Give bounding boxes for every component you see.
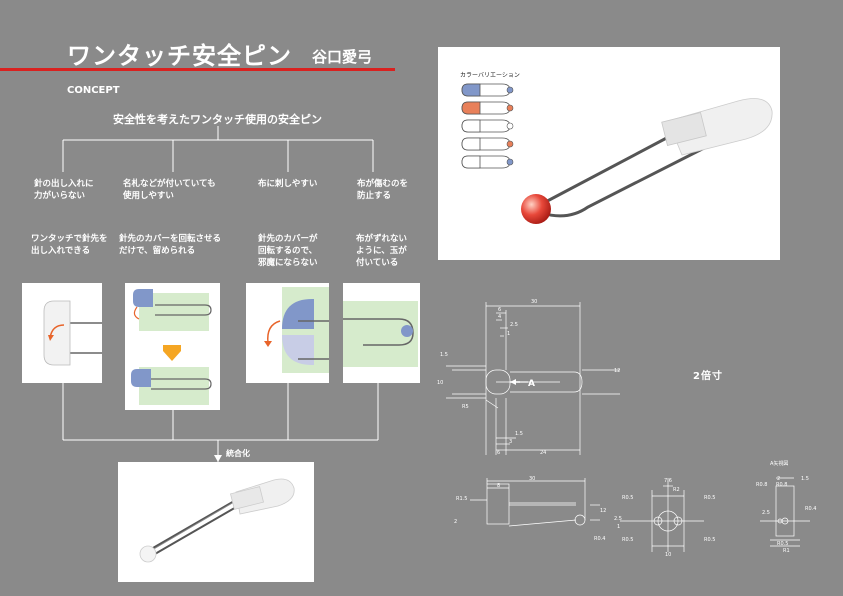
dim-side-1: 1 (507, 331, 510, 337)
solution-text-2: 針先のカバーを回転させるだけで、留められる (119, 234, 222, 256)
illustration-card-1 (22, 283, 102, 383)
detail-view-label: A矢視図 (770, 461, 789, 467)
dim-detail-r0-8b: R0.8 (776, 482, 787, 488)
dim-section-7-6: 7.6 (664, 478, 672, 484)
dim-section-1: 1 (617, 524, 620, 530)
dim-detail-2: 2 (777, 476, 780, 482)
dim-detail-2-5: 2.5 (762, 510, 770, 516)
variation-cap (461, 155, 481, 169)
page-title: ワンタッチ安全ピン (67, 42, 292, 70)
dim-side-3: 3 (509, 439, 512, 445)
dim-section-r0-5c: R0.5 (622, 537, 633, 543)
pin-3d-render (521, 98, 773, 224)
dim-detail-r1: R1 (783, 548, 790, 554)
color-variation-item (461, 119, 514, 133)
final-render-card (118, 462, 314, 582)
variation-ball (506, 104, 514, 112)
illustration-card-4 (343, 283, 420, 383)
final-pin-render (139, 478, 295, 563)
view-arrow-label: A (528, 379, 535, 389)
variation-cap (461, 101, 481, 115)
solution-text-4: 布がずれないように、玉が付いている (356, 234, 408, 268)
color-variation-item (461, 155, 514, 169)
color-variation-title: カラーバリエーション (460, 72, 520, 79)
dim-front-r0-4: R0.4 (594, 536, 605, 542)
scale-label: 2倍寸 (693, 371, 723, 382)
dim-side-2-5: 2.5 (510, 322, 518, 328)
variation-ball (506, 86, 514, 94)
title-underline (0, 68, 395, 71)
pin-cover-rotating-illustration (264, 287, 329, 373)
dim-side-30: 30 (531, 299, 537, 305)
variation-ball (506, 122, 514, 130)
dim-side-1-5b: 1.5 (515, 431, 523, 437)
need-text-2: 名札などが付いていても使用しやすい (123, 179, 216, 201)
integration-label: 統合化 (226, 449, 250, 458)
color-variation-swatches (461, 83, 514, 169)
dim-detail-1-5: 1.5 (801, 476, 809, 482)
dim-side-1-5a: 1.5 (440, 352, 448, 358)
dim-detail-r0-5: R0.5 (777, 541, 788, 547)
author-name: 谷口愛弓 (312, 48, 373, 66)
dim-section-10: 10 (665, 552, 671, 558)
dim-section-r2: R2 (673, 487, 680, 493)
color-variation-list (460, 82, 520, 182)
dim-side-6b: 6 (497, 450, 500, 456)
dim-front-2: 2 (454, 519, 457, 525)
dim-side-4: 4 (498, 314, 501, 320)
dim-front-30: 30 (529, 476, 535, 482)
color-variation-panel (438, 47, 780, 260)
variation-cap (461, 119, 481, 133)
dim-front-8: 8 (497, 483, 500, 489)
dim-side-6: 6 (498, 307, 501, 313)
pin-cover-illustration (131, 289, 212, 405)
variation-ball (506, 140, 514, 148)
dim-side-10: 10 (437, 380, 443, 386)
color-variation-item (461, 101, 514, 115)
pin-ball-illustration (343, 301, 418, 367)
variation-ball (506, 158, 514, 166)
dim-section-r0-5b: R0.5 (704, 495, 715, 501)
concept-statement: 安全性を考えたワンタッチ使用の安全ピン (113, 113, 322, 126)
dim-section-2-5: 2.5 (614, 516, 622, 522)
dim-side-12: 12 (614, 368, 620, 374)
need-text-4: 布が傷むのを防止する (357, 179, 409, 201)
illustration-card-2 (125, 283, 220, 410)
illustration-card-3 (246, 283, 329, 383)
dim-front-r1-5: R1.5 (456, 496, 467, 502)
need-text-1: 針の出し入れに力がいらない (34, 179, 94, 201)
color-variation-item (461, 137, 514, 151)
variation-cap (461, 137, 481, 151)
dim-front-12: 12 (600, 508, 606, 514)
color-variation-item (461, 83, 514, 97)
dim-section-r0-5d: R0.5 (704, 537, 715, 543)
dim-detail-r0-4: R0.4 (805, 506, 816, 512)
variation-cap (461, 83, 481, 97)
solution-text-3: 針先のカバーが回転するので、邪魔にならない (258, 234, 318, 268)
dim-side-r5: R5 (462, 404, 469, 410)
dim-detail-r0-8a: R0.8 (756, 482, 767, 488)
concept-heading: CONCEPT (67, 85, 120, 96)
dim-side-24: 24 (540, 450, 546, 456)
need-text-3: 布に刺しやすい (258, 179, 318, 189)
dim-section-r0-5a: R0.5 (622, 495, 633, 501)
pin-rotation-illustration (43, 300, 102, 366)
solution-text-1: ワンタッチで針先を出し入れできる (31, 234, 108, 256)
